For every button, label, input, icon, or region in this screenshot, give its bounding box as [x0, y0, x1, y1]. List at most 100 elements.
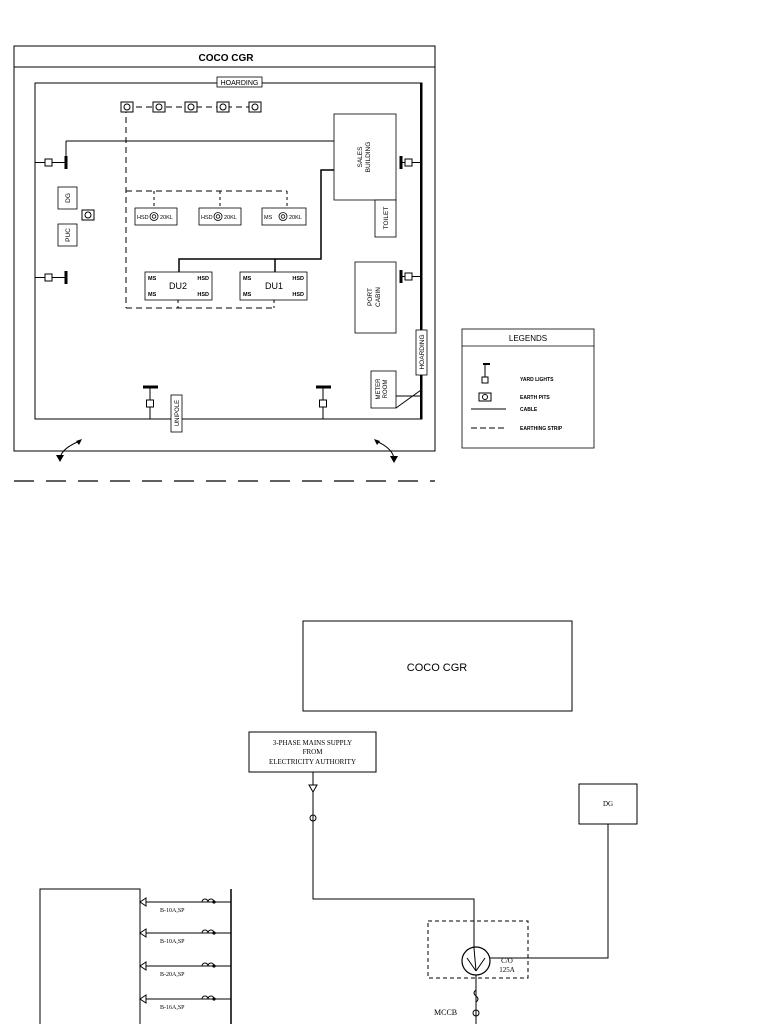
exit-arrow-icon	[374, 439, 398, 463]
earth-pit-icon	[216, 101, 230, 113]
svg-text:B-16A,SP: B-16A,SP	[160, 1005, 185, 1011]
legends-title: LEGENDS	[509, 334, 547, 343]
svg-text:HSD: HSD	[197, 292, 209, 298]
svg-text:MS: MS	[148, 292, 157, 298]
yard-light-icon	[399, 270, 421, 283]
hoarding-side-tag	[415, 329, 428, 376]
fuse-icon	[309, 814, 317, 822]
mccb-icon	[472, 989, 480, 1017]
sales-building: SALES BUILDING	[333, 113, 397, 201]
site-plan: COCO CGR HOARDING HOARDING HSD 20KL	[13, 45, 436, 482]
svg-text:HSD: HSD	[292, 292, 304, 298]
svg-text:MS: MS	[148, 276, 157, 282]
breaker-row: B-10A,SP	[139, 928, 231, 945]
toilet: TOILET	[374, 199, 397, 238]
svg-text:B-10A,SP: B-10A,SP	[160, 908, 185, 914]
sld-title: COCO CGR	[407, 662, 468, 674]
earth-pit-icon	[81, 209, 95, 221]
svg-text:MS: MS	[243, 292, 252, 298]
svg-text:ELECTRICITY AUTHORITY: ELECTRICITY AUTHORITY	[269, 758, 356, 766]
svg-text:MS: MS	[264, 215, 273, 221]
earth-pit-icon	[152, 101, 166, 113]
breaker-icon	[201, 995, 215, 1000]
svg-text:MS: MS	[243, 276, 252, 282]
changeover-switch-icon	[461, 946, 491, 976]
svg-text:UNIPOLE: UNIPOLE	[175, 400, 181, 426]
tank-hsd-1: HSD 20KL	[134, 207, 178, 226]
svg-text:125A: 125A	[499, 966, 515, 974]
svg-text:HSD: HSD	[201, 215, 213, 221]
hoarding-top-tag	[216, 76, 263, 88]
svg-text:DU1: DU1	[265, 281, 283, 291]
breaker-row: B-20A,SP	[139, 961, 231, 978]
dispenser-du1: MS HSD DU1 MS HSD	[239, 271, 308, 301]
earth-pit-icon	[478, 392, 492, 402]
distribution-board	[39, 888, 141, 1024]
earth-pit-icon	[248, 101, 262, 113]
svg-text:PORT: PORT	[367, 288, 374, 306]
outgoing-arrow-icon	[139, 994, 147, 1004]
breaker-icon	[201, 898, 215, 903]
mains-supply-box	[248, 731, 377, 773]
mccb-label: MCCB	[434, 1008, 457, 1017]
svg-text:EARTHING STRIP: EARTHING STRIP	[520, 426, 563, 432]
earth-pit-row	[120, 101, 262, 113]
puc-box: PUC	[57, 223, 78, 247]
entry-arrow-icon	[56, 439, 82, 462]
outgoing-arrow-icon	[139, 928, 147, 938]
port-cabin: PORT CABIN	[354, 261, 397, 334]
svg-text:EARTH PITS: EARTH PITS	[520, 395, 550, 401]
yard-light-icon	[481, 363, 490, 384]
svg-text:TOILET: TOILET	[383, 207, 390, 230]
tank-ms: MS 20KL	[261, 207, 307, 226]
breaker-icon	[201, 929, 215, 934]
svg-text:DG: DG	[603, 800, 613, 808]
sld-title-box	[302, 620, 573, 712]
svg-text:20KL: 20KL	[224, 215, 237, 221]
yard-light-icon	[316, 385, 331, 419]
svg-text:BUILDING: BUILDING	[365, 142, 372, 173]
svg-text:PUC: PUC	[65, 228, 72, 242]
svg-text:DU2: DU2	[169, 281, 187, 291]
svg-text:ROOM: ROOM	[383, 380, 389, 399]
svg-text:METER: METER	[376, 378, 382, 400]
yard-light-icon	[35, 156, 68, 169]
svg-text:CABIN: CABIN	[375, 287, 382, 307]
outgoing-arrow-icon	[139, 961, 147, 971]
svg-text:DG: DG	[65, 193, 72, 203]
hoarding-top-label: HOARDING	[221, 80, 259, 87]
changeover-enclosure	[427, 920, 529, 979]
yard-light-icon	[399, 156, 421, 169]
dg-box: DG	[57, 186, 78, 210]
meter-room: METER ROOM	[370, 370, 397, 409]
outgoing-arrow-icon	[139, 897, 147, 907]
dispenser-du2: MS HSD DU2 MS HSD	[144, 271, 213, 301]
unipole: UNIPOLE	[150, 394, 183, 433]
breaker-row: B-10A,SP	[139, 897, 231, 914]
supply-arrow-icon	[308, 784, 318, 794]
svg-text:C/O: C/O	[501, 957, 513, 965]
svg-text:B-20A,SP: B-20A,SP	[160, 972, 185, 978]
hoarding-side-label: HOARDING	[419, 334, 426, 369]
svg-text:HSD: HSD	[137, 215, 149, 221]
yard-light-icon	[35, 271, 68, 284]
svg-text:HSD: HSD	[292, 276, 304, 282]
svg-text:20KL: 20KL	[160, 215, 173, 221]
svg-text:SALES: SALES	[357, 146, 364, 168]
single-line-diagram: COCO CGR 3-PHASE MAINS SUPPLY FROM ELECT…	[39, 620, 638, 1024]
svg-text:HSD: HSD	[197, 276, 209, 282]
svg-text:YARD LIGHTS: YARD LIGHTS	[520, 377, 554, 383]
yard-light-icon	[143, 385, 158, 419]
svg-text:FROM: FROM	[303, 748, 324, 756]
earth-pit-icon	[120, 101, 134, 113]
svg-text:B-10A,SP: B-10A,SP	[160, 939, 185, 945]
tank-hsd-2: HSD 20KL	[198, 207, 242, 226]
site-plan-title: COCO CGR	[199, 53, 255, 64]
svg-text:3-PHASE MAINS SUPPLY: 3-PHASE MAINS SUPPLY	[273, 739, 352, 747]
breaker-row: B-16A,SP	[139, 994, 231, 1011]
earth-pit-icon	[184, 101, 198, 113]
breaker-icon	[201, 962, 215, 967]
svg-text:CABLE: CABLE	[520, 407, 538, 413]
svg-text:20KL: 20KL	[289, 215, 302, 221]
